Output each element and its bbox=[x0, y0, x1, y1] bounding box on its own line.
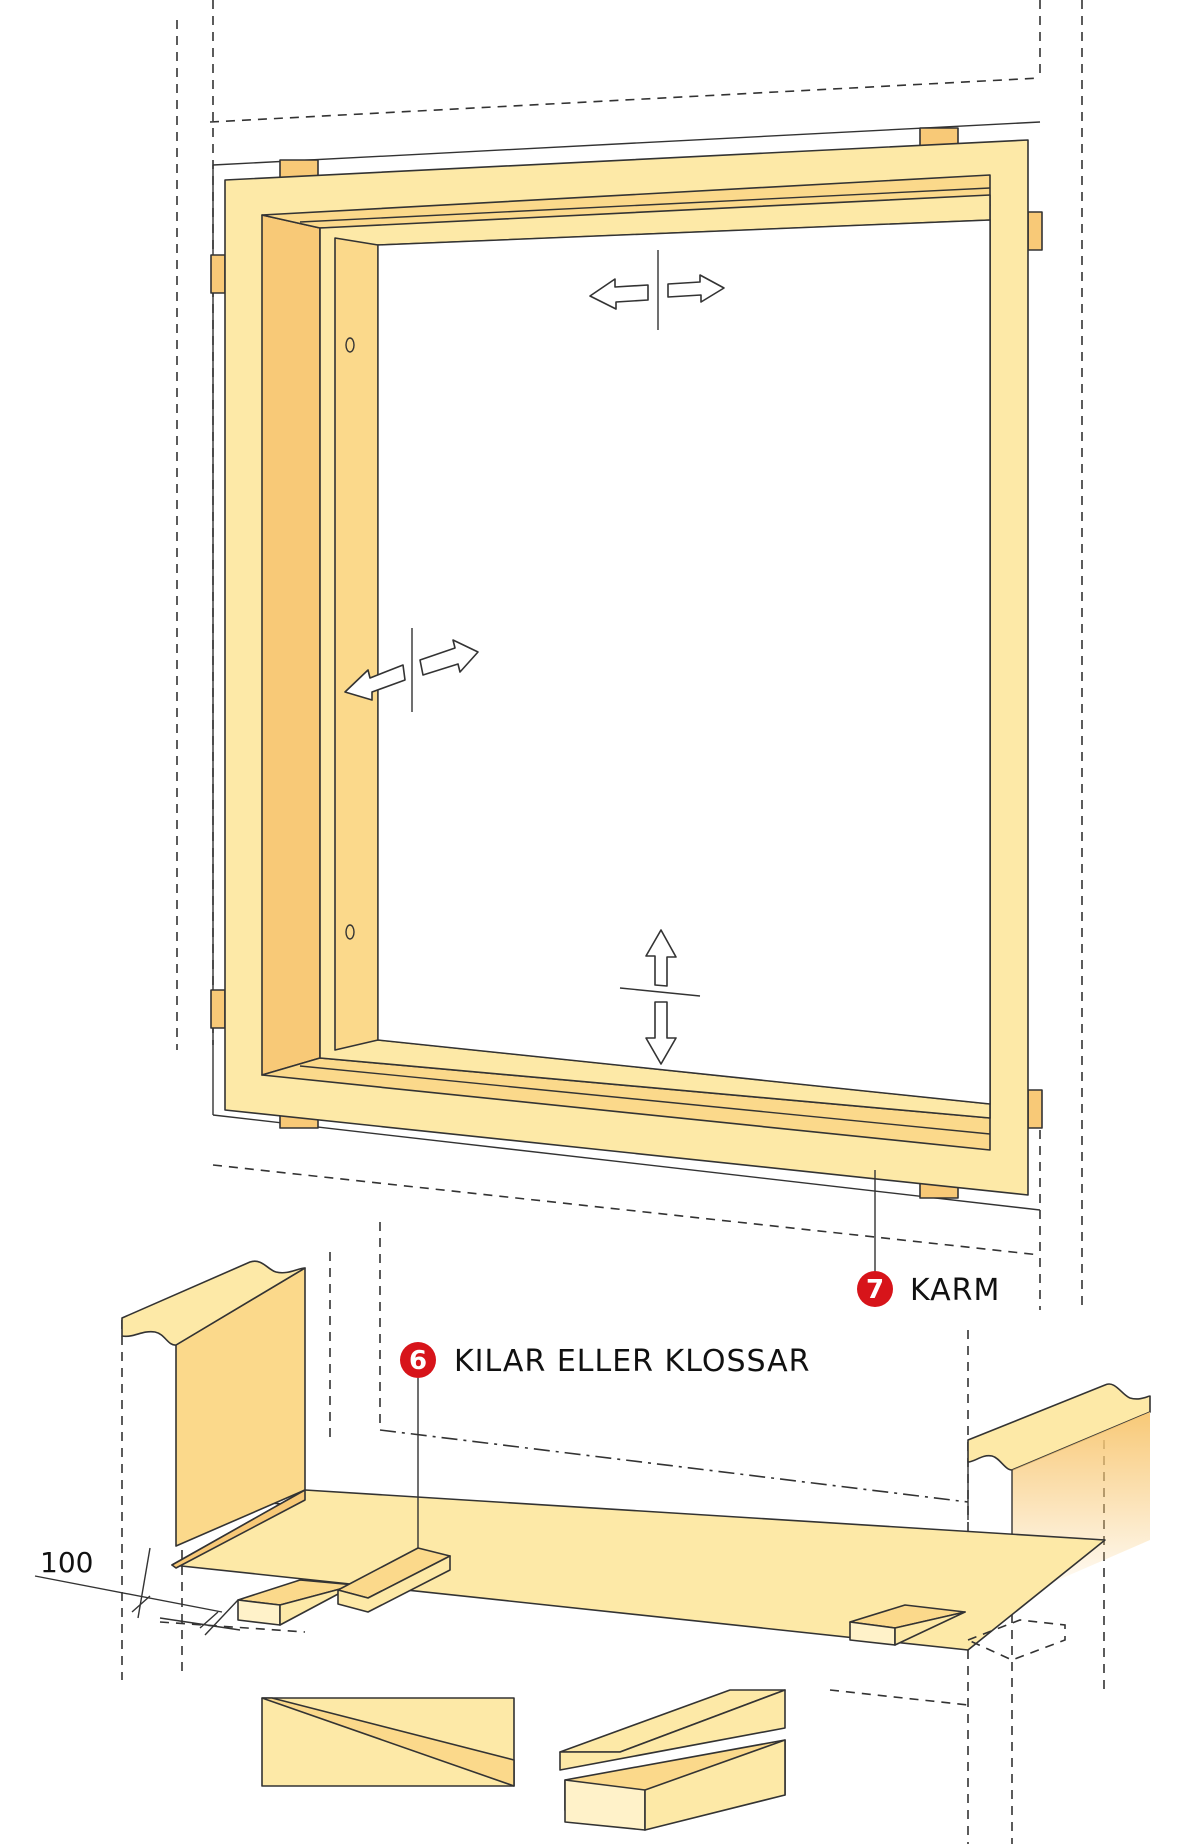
badge-number: 6 bbox=[409, 1346, 427, 1376]
window-frame-karm bbox=[210, 127, 1043, 1272]
dimension-label: 100 bbox=[40, 1546, 93, 1579]
callout-kilar: 6 KILAR ELLER KLOSSAR bbox=[400, 1342, 811, 1379]
adjust-arrows-horizontal-left bbox=[344, 628, 479, 712]
badge-7 bbox=[857, 1271, 893, 1307]
wall-guide-lines bbox=[176, 0, 1083, 1310]
kilar-label: KILAR ELLER KLOSSAR bbox=[454, 1344, 811, 1379]
loose-wedges bbox=[261, 1689, 786, 1831]
adjust-arrows-vertical bbox=[619, 929, 701, 1065]
sill-wedges bbox=[237, 1547, 1066, 1661]
karm-label: KARM bbox=[910, 1273, 1000, 1308]
callout-karm: 7 KARM bbox=[857, 1271, 1000, 1308]
left-wall-section bbox=[121, 1260, 306, 1547]
dimension-100: 100 bbox=[34, 1546, 241, 1636]
badge-number: 7 bbox=[866, 1275, 884, 1305]
badge-6 bbox=[400, 1342, 436, 1378]
adjust-arrows-horizontal-top bbox=[589, 250, 725, 330]
sill-plank bbox=[171, 1489, 1106, 1651]
